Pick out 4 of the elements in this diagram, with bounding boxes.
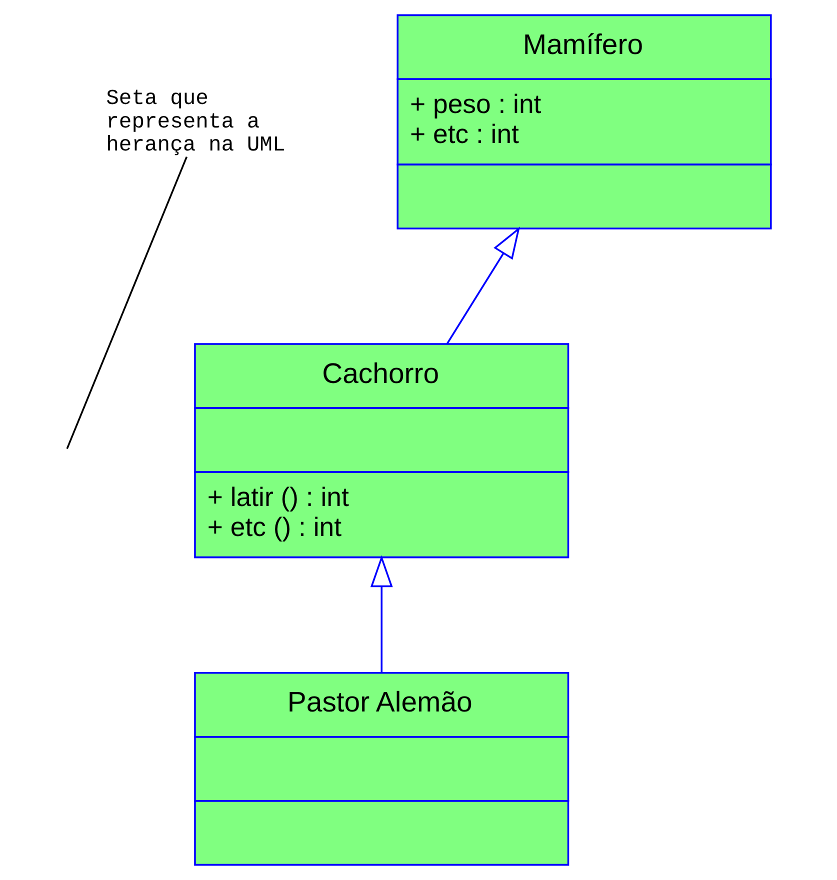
connector (66, 156, 188, 449)
arrow (370, 555, 393, 673)
node-text: Seta que representa a herança na UML (106, 87, 286, 158)
arrow (446, 226, 520, 344)
